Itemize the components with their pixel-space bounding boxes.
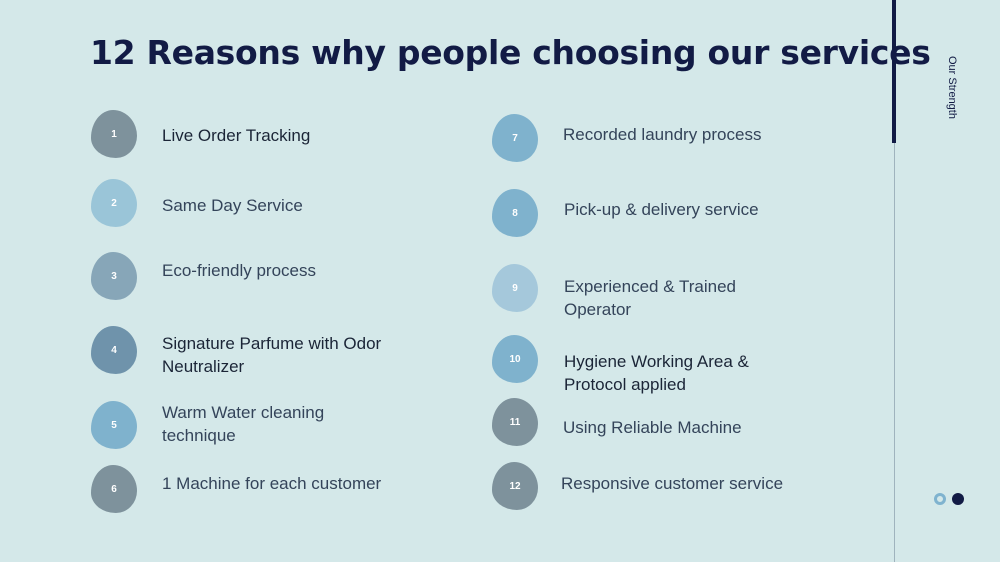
reason-label: Pick-up & delivery service (564, 200, 759, 219)
number-badge: 8 (492, 189, 538, 237)
number-badge: 6 (91, 465, 137, 513)
slide-title: 12 Reasons why people choosing our servi… (90, 33, 931, 72)
reason-label: Recorded laundry process (563, 125, 762, 144)
number-badge: 1 (91, 110, 137, 158)
side-label: Our Strength (946, 56, 958, 119)
reason-label: Signature Parfume with Odor Neutralizer (162, 334, 382, 376)
reason-label: Using Reliable Machine (563, 418, 742, 437)
reason-label: Same Day Service (162, 196, 303, 215)
reason-label: Live Order Tracking (162, 126, 311, 145)
number-badge: 12 (492, 462, 538, 510)
vertical-divider (894, 0, 895, 562)
number-badge: 3 (91, 252, 137, 300)
number-badge: 7 (492, 114, 538, 162)
pagination-dot-2[interactable] (952, 493, 964, 505)
reason-label: Responsive customer service (561, 474, 784, 493)
number-badge: 9 (492, 264, 538, 312)
reason-label: Experienced & Trained Operator (564, 277, 736, 319)
number-badge: 11 (492, 398, 538, 446)
reason-label: Hygiene Working Area & Protocol applied (564, 352, 749, 394)
pagination-dot-1[interactable] (934, 493, 946, 505)
reason-label: Warm Water cleaning technique (162, 403, 325, 445)
number-badge: 4 (91, 326, 137, 374)
number-badge: 5 (91, 401, 137, 449)
number-badge: 2 (91, 179, 137, 227)
reason-label: 1 Machine for each customer (162, 474, 382, 493)
number-badge: 10 (492, 335, 538, 383)
reason-label: Eco-friendly process (162, 261, 317, 280)
vertical-divider-accent (892, 0, 896, 143)
